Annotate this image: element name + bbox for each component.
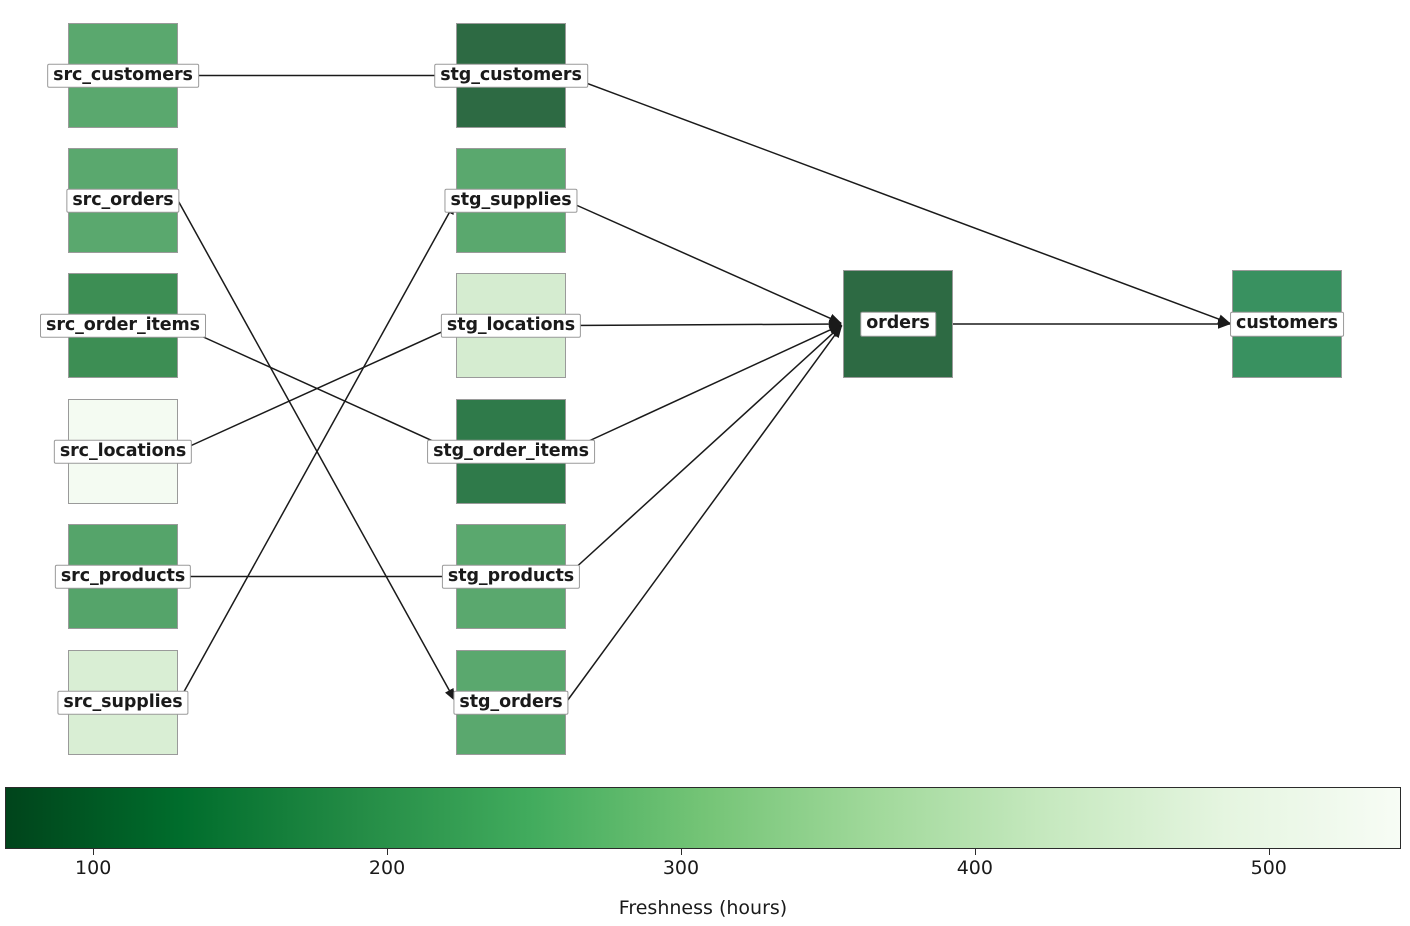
edge-src_order_items-to-stg_order_items [177,324,455,452]
colorbar[interactable]: 100 200 300 400 500 [5,787,1401,879]
node-label-stg_supplies: stg_supplies [444,188,578,213]
node-label-src_order_items: src_order_items [40,313,206,338]
colorbar-tick-label-100: 100 [75,857,112,879]
node-label-stg_products: stg_products [441,564,581,589]
node-label-orders: orders [860,311,936,337]
node-label-src_supplies: src_supplies [57,690,189,715]
node-label-stg_locations: stg_locations [440,313,582,338]
colorbar-tick-label-200: 200 [368,857,406,879]
node-label-src_locations: src_locations [53,439,193,464]
edge-stg_products-to-orders [565,324,843,578]
edge-stg_customers-to-customers [565,74,1231,325]
node-label-stg_customers: stg_customers [434,63,588,88]
colorbar-tick-400 [974,849,976,855]
node-label-src_orders: src_orders [66,188,180,213]
colorbar-tick-label-400: 400 [956,857,993,879]
colorbar-tick-100 [93,849,95,855]
edge-src_orders-to-stg_orders [177,200,456,702]
edge-group [177,74,1231,703]
colorbar-axis-label: Freshness (hours) [618,897,788,919]
node-label-stg_order_items: stg_order_items [427,439,595,464]
edge-src_supplies-to-stg_supplies [177,201,456,703]
colorbar-tick-300 [680,849,682,855]
colorbar-tick-200 [387,849,389,855]
edge-stg_supplies-to-orders [565,199,842,324]
colorbar-tick-label-300: 300 [662,857,700,879]
colorbar-tick-label-500: 500 [1250,857,1287,879]
node-label-src_products: src_products [54,564,192,589]
node-label-src_customers: src_customers [47,63,199,88]
colorbar-gradient [5,787,1401,849]
edge-stg_locations-to-orders [565,319,842,329]
colorbar-tick-500 [1268,849,1270,855]
node-label-customers: customers [1230,311,1344,337]
edge-src_locations-to-stg_locations [177,325,455,453]
edge-stg_orders-to-orders [565,325,843,703]
node-label-stg_orders: stg_orders [453,690,569,715]
edge-stg_order_items-to-orders [565,324,842,453]
